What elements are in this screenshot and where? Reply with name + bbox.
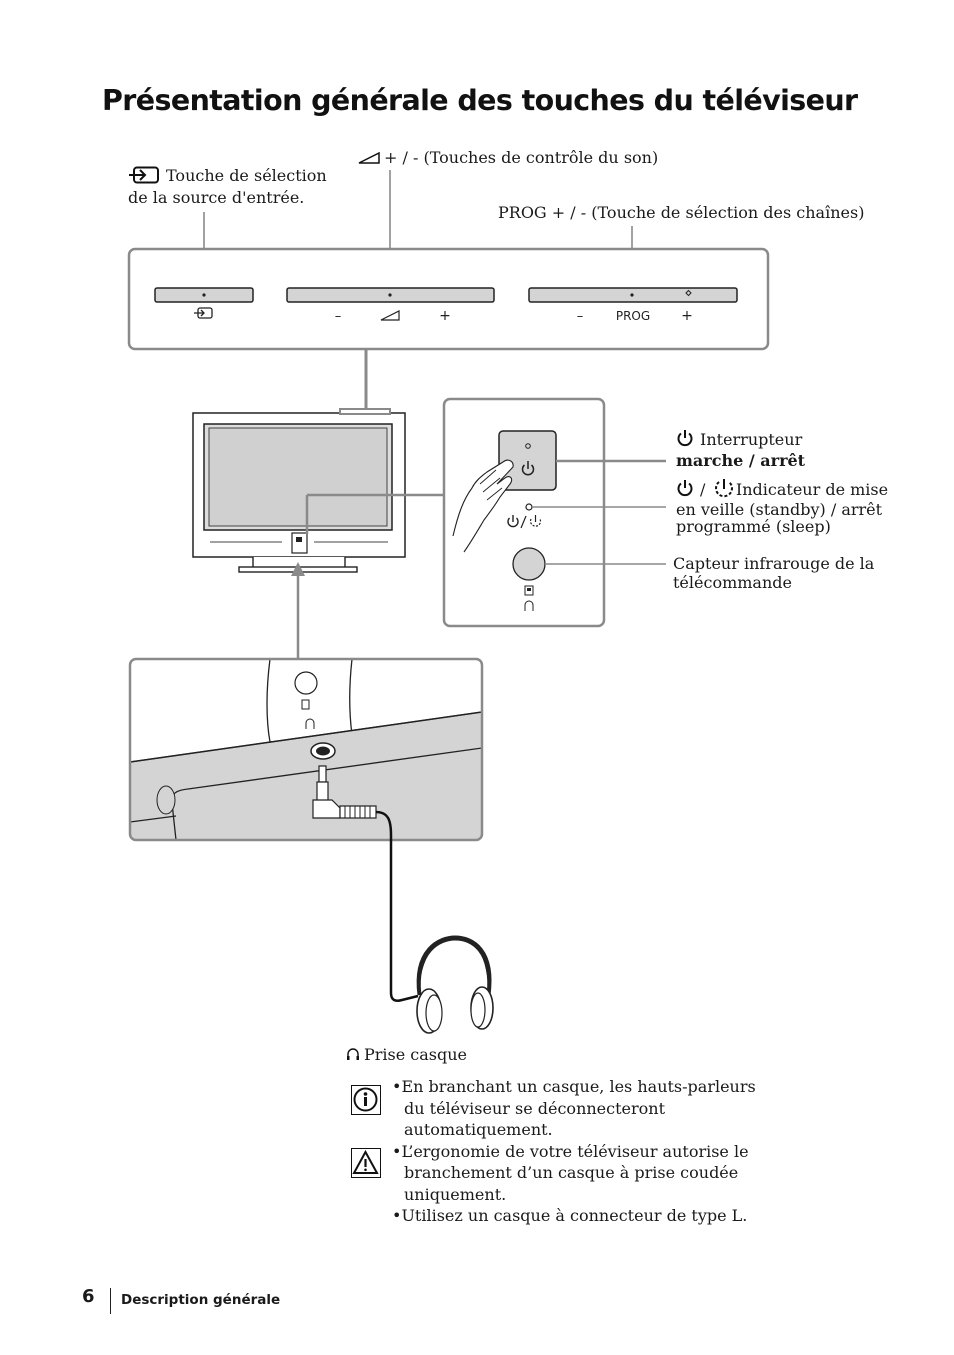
panel-vol-plus: + <box>439 308 451 324</box>
ir-sensor-callout: Capteur infrarouge de la télécommande <box>673 554 875 592</box>
headphones-icon <box>346 1046 360 1065</box>
volume-callout: + / - (Touches de contrôle du son) <box>358 148 658 168</box>
input-select-icon <box>128 166 160 188</box>
front-panel-zoom <box>442 397 606 628</box>
standby-callout: / Indicateur de mise en veille (standby)… <box>676 479 889 536</box>
prog-callout: PROG + / - (Touche de sélection des chaî… <box>498 203 865 222</box>
page-number: 6 <box>82 1286 95 1307</box>
panel-input-icon <box>194 307 213 319</box>
note-extra: •Utilisez un casque à connecteur de type… <box>392 1206 748 1225</box>
info-icon <box>351 1085 381 1115</box>
power-callout: Interrupteur marche / arrêt <box>676 429 806 470</box>
note-warning: •L’ergonomie de votre téléviseur autoris… <box>392 1141 749 1204</box>
headphone-jack-zoom <box>128 657 484 842</box>
input-select-callout: Touche de sélection de la source d'entré… <box>128 166 327 207</box>
power-icon <box>676 429 694 451</box>
standby-power-icon <box>676 479 694 501</box>
panel-vol-minus: – <box>335 309 342 324</box>
warning-icon <box>351 1148 381 1178</box>
notes-block: •En branchant un casque, les hauts-parle… <box>392 1076 772 1227</box>
footer-divider <box>110 1288 111 1314</box>
standby-timer-icon <box>715 479 733 498</box>
tv-set <box>192 408 406 573</box>
section-name: Description générale <box>121 1292 281 1308</box>
standby-indicator <box>525 503 533 511</box>
volume-icon <box>358 149 380 168</box>
headphones-illustration <box>416 935 494 1034</box>
tv-diagram: – + – PROG + <box>127 170 770 1034</box>
panel-prog-label: PROG <box>616 309 650 323</box>
note-info: •En branchant un casque, les hauts-parle… <box>392 1077 756 1139</box>
panel-prog-plus: + <box>681 308 693 324</box>
panel-volume-icon <box>380 310 400 321</box>
panel-prog-minus: – <box>577 309 584 324</box>
hand-illustration <box>452 459 514 553</box>
ir-sensor <box>512 547 546 581</box>
headphones-callout: Prise casque <box>346 1045 467 1065</box>
headphone-cable <box>375 810 419 1002</box>
page-title: Présentation générale des touches du tél… <box>102 84 858 117</box>
